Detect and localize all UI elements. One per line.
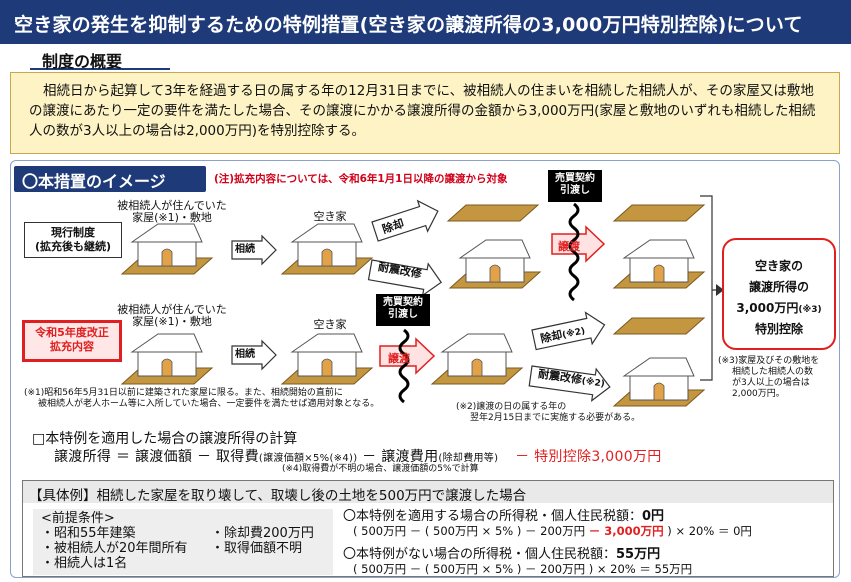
row2-transfer-label: 譲渡 xyxy=(388,352,410,365)
current-system-label: 現行制度 (拡充後も継続) xyxy=(24,222,122,258)
special-deduction-result: 空き家の 譲渡所得の 3,000万円(※3) 特別控除 xyxy=(722,238,836,350)
overview-summary: 相続日から起算して3年を経過する日の属する年の12月31日までに、被相続人の住ま… xyxy=(10,72,840,154)
row1-inherit-arrow xyxy=(231,234,277,266)
image-panel xyxy=(10,160,840,578)
footnote-3: (※3)家屋及びその敷地を 相続した相続人の数 が3人以上の場合は 2,000万… xyxy=(718,356,820,399)
row2-inherit-label: 相続 xyxy=(235,349,255,360)
row1-house2-caption: 空き家 xyxy=(313,210,347,223)
r5-revision-label: 令和5年度改正 拡充内容 xyxy=(22,320,122,362)
row1-transfer-label: 譲渡 xyxy=(558,240,580,253)
row1-contract-label: 売買契約 引渡し xyxy=(555,173,595,196)
overview-heading: 制度の概要 xyxy=(30,46,170,71)
footnote-1: (※1)昭和56年5月31日以前に建築された家屋に限る。また、相続開始の直前に … xyxy=(24,388,380,409)
example-heading: 【具体例】相続した家屋を取り壊して、取壊し後の土地を500万円で譲渡した場合 xyxy=(23,481,833,504)
calculation-formula: 譲渡所得 ＝ 譲渡価額 － 取得費(譲渡価額×5%(※4)) － 譲渡費用(除却… xyxy=(54,449,662,465)
calculation-section: □本特例を適用した場合の譲渡所得の計算 譲渡所得 ＝ 譲渡価額 － 取得費(譲渡… xyxy=(22,428,834,484)
row1-transfer-arrow xyxy=(551,225,606,263)
with-special-result: 〇本特例を適用する場合の所得税・個人住民税額：0円 xyxy=(343,509,665,524)
row1-contract-wave xyxy=(568,202,580,302)
page-title: 空き家の発生を抑制するための特例措置(空き家の譲渡所得の3,000万円特別控除)… xyxy=(0,0,851,44)
footnote-2: (※2)譲渡の日の属する年の 翌年2月15日までに実施する必要がある。 xyxy=(456,402,641,423)
calculation-note-4: (※4)取得費が不明の場合、譲渡価額の5%で計算 xyxy=(282,464,479,474)
row1-contract-box xyxy=(548,170,602,202)
calculation-title: □本特例を適用した場合の譲渡所得の計算 xyxy=(32,431,298,447)
measure-diagram xyxy=(121,170,724,407)
with-special-calc: ( 500万円 － ( 500万円 × 5% ) － 200万円 － 3,000… xyxy=(353,524,752,538)
row1-inherit-label: 相続 xyxy=(235,244,255,255)
row2-inherit-arrow xyxy=(231,339,277,371)
row1-house1-caption: 被相続人が住んでいた 家屋(※1)・敷地 xyxy=(117,199,227,224)
without-special-result: 〇本特例がない場合の所得税・個人住民税額：55万円 xyxy=(343,547,661,562)
example-box: 【具体例】相続した家屋を取り壊して、取壊し後の土地を500万円で譲渡した場合 <… xyxy=(22,480,834,577)
row2-contract-box xyxy=(376,294,430,326)
row1-retrofit-arrow xyxy=(367,259,443,297)
example-conditions: <前提条件> ・昭和55年建築 ・除却費200万円 ・被相続人が20年間所有 ・… xyxy=(33,509,333,575)
image-section-title: 〇本措置のイメージ xyxy=(14,166,206,192)
row2-house1-caption: 被相続人が住んでいた 家屋(※1)・敷地 xyxy=(117,303,227,328)
expansion-note: (注)拡充内容については、令和6年1月1日以降の譲渡から対象 xyxy=(214,173,508,185)
row1-demolish-arrow xyxy=(371,199,439,242)
without-special-calc: ( 500万円 － ( 500万円 × 5% ) － 200万円 ) × 20%… xyxy=(353,562,693,576)
row2-contract-wave xyxy=(398,328,410,404)
row2-retrofit-arrow xyxy=(528,365,611,403)
row2-house2-caption: 空き家 xyxy=(313,318,347,331)
row2-demolish-arrow xyxy=(531,311,606,351)
row2-contract-label: 売買契約 引渡し xyxy=(383,297,423,320)
